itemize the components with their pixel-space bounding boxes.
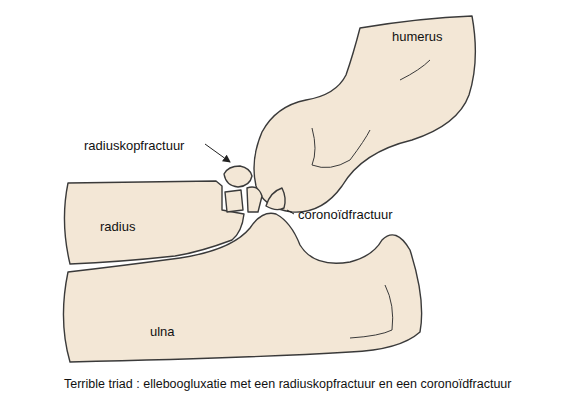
figure-caption: Terrible triad : elleboogluxatie met een… [64,377,511,392]
part-label: radius [100,219,135,235]
coronoid-fragment [266,188,285,210]
radial-head-fragment [224,166,252,187]
radial-head-fragment [247,187,262,212]
part-label: radiuskopfractuur [84,138,184,154]
part-label: coronoïdfractuur [298,207,393,223]
radius-bone [64,181,244,264]
leader-arrow [205,144,230,162]
leader-line [287,210,294,214]
part-label: humerus [392,29,443,45]
part-label: ulna [150,324,175,340]
humerus-bone [254,16,475,212]
radial-head-fragment [225,190,243,212]
